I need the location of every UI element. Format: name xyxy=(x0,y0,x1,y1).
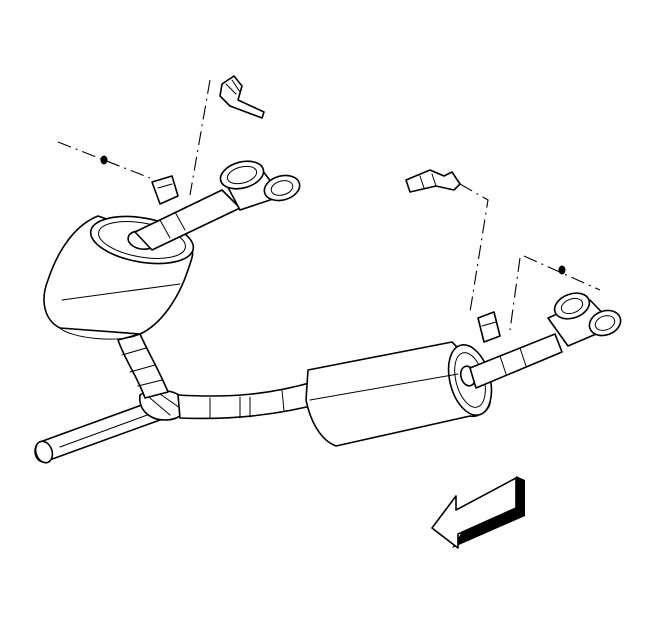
right-hanger-centerline xyxy=(459,183,489,313)
right-nut-centerline xyxy=(523,255,601,291)
left-tailpipe-tips xyxy=(134,160,301,251)
left-nut-centerline xyxy=(57,141,151,179)
left-nut xyxy=(100,155,108,165)
right-tailpipe-tips xyxy=(469,292,622,389)
right-muffler xyxy=(305,341,493,447)
right-nut-vertical-centerline xyxy=(509,257,521,331)
right-nut xyxy=(558,265,566,275)
front-direction-arrow xyxy=(431,476,525,549)
left-insulator xyxy=(151,175,179,205)
right-hanger-bracket xyxy=(405,169,461,193)
right-insulator xyxy=(477,311,501,343)
left-hanger-centerline xyxy=(189,79,211,196)
left-hanger-bracket xyxy=(219,75,265,119)
intermediate-pipe xyxy=(34,333,327,464)
